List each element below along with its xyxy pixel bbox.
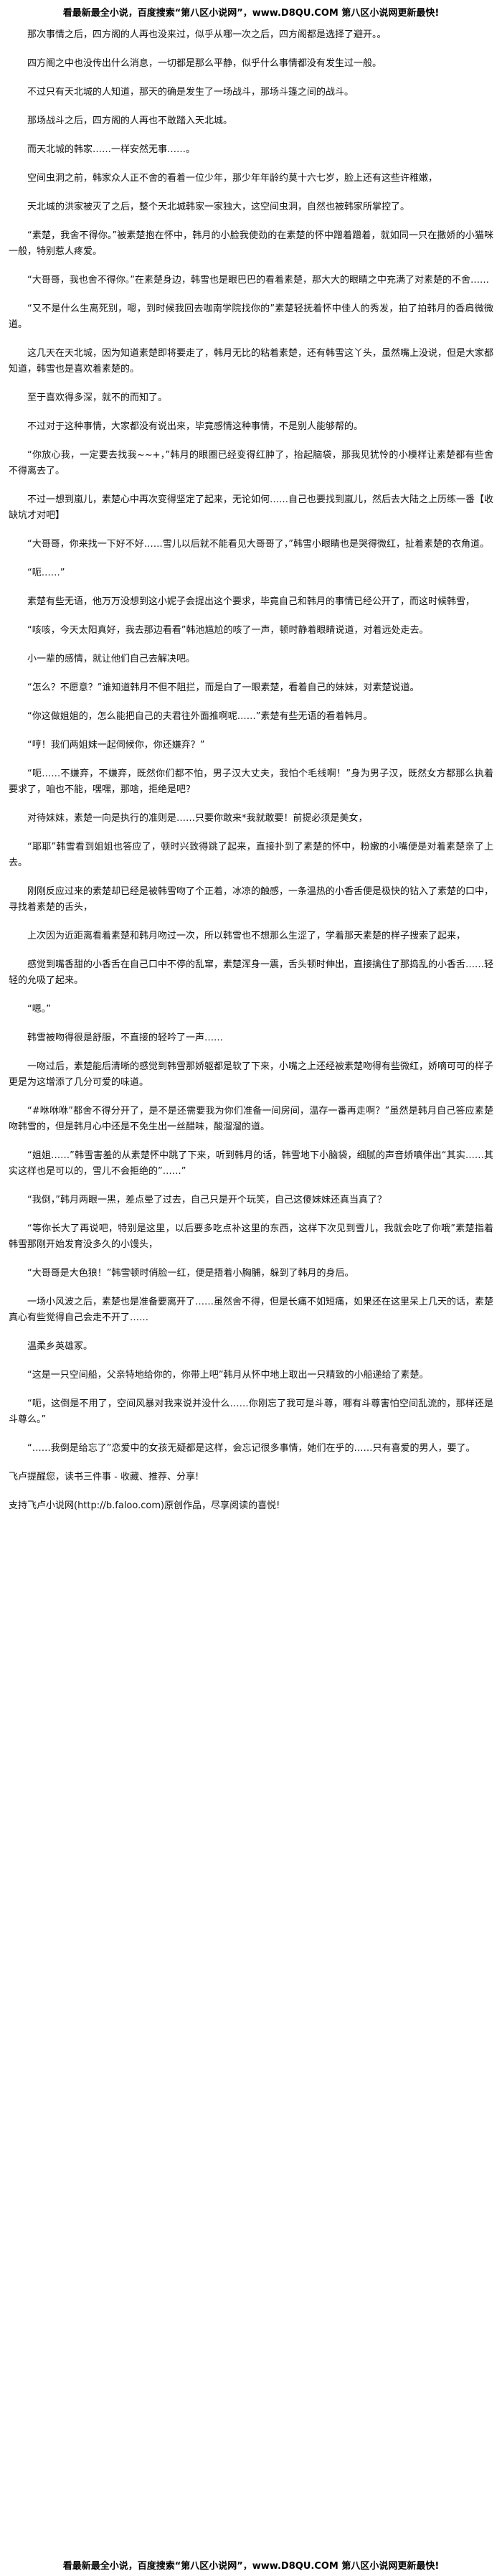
paragraph: 四方阁之中也没传出什么消息，一切都是那么平静，似乎什么事情都没有发生过一般。 <box>27 58 382 69</box>
paragraph: “哼！我们两姐妹一起伺候你，你还嫌弃？” <box>27 740 205 751</box>
paragraph: “又不是什么生离死别，嗯，到时候我回去咖南学院找你的”素楚轻抚着怀中佳人的秀发，… <box>9 304 493 330</box>
paragraph: “素楚，我舍不得你。”被素楚抱在怀中，韩月的小脸我使劲的在素楚的怀中蹭着蹭着，就… <box>9 230 493 257</box>
paragraph: 一吻过后，素楚能后清晰的感觉到韩雪那娇躯都是软了下来，小嘴之上还经被素楚吻得有些… <box>9 1061 494 1088</box>
paragraph: “你这做姐姐的，怎么能把自己的夫君往外面推啊呢……”素楚有些无语的看着韩月。 <box>27 711 373 722</box>
paragraph: “大哥哥，你来找一下好不好……雪儿以后就不能看见大哥哥了，”韩雪小眼睛也是哭得微… <box>27 539 489 550</box>
paragraph: “等你长大了再说吧，特别是这里，以后要多吃点补这里的东西，这样下次见到雪儿，我就… <box>9 1223 493 1250</box>
paragraph: 不过对于这种事情，大家都没有说出来，毕竟感情这种事情，不是别人能够帮的。 <box>27 421 364 432</box>
paragraph: 温柔乡英雄冢。 <box>27 1341 93 1352</box>
paragraph: “大哥哥是大色狼！”韩雪顿时俏脸一红，便是捂着小胸脯，躲到了韩月的身后。 <box>27 1268 354 1279</box>
paragraph: “#咻咻咻”都舍不得分开了，是不是还需要我为你们准备一间房间，温存一番再走啊？”… <box>9 1106 493 1132</box>
paragraph: “呃……不嫌弃，不嫌弃，既然你们都不怕，男子汉大丈夫，我怕个毛线啊！”身为男子汉… <box>9 768 493 795</box>
paragraph: 刚刚反应过来的素楚却已经是被韩雪吻了个正着，冰凉的触感，一条温热的小香舌便是极快… <box>9 886 494 913</box>
paragraph: 空间虫洞之前，韩家众人正不舍的看着一位少年，那少年年龄约莫十六七岁，脸上还有这些… <box>27 173 438 184</box>
author-note: 飞卢提醒您，读书三件事 - 收藏、推荐、分享! <box>9 1472 199 1482</box>
paragraph: “我倒，”韩月两眼一黑，差点晕了过去，自己只是开个玩笑，自己这傻妹妹还真当真了？ <box>27 1195 387 1205</box>
paragraph: 那场战斗之后，四方阁的人再也不敢踏入天北城。 <box>27 116 233 126</box>
footer-banner: 看最新最全小说，百度搜索“第八区小说网”，www.D8QU.COM 第八区小说网… <box>62 2561 440 2572</box>
paragraph: “耶耶”韩雪看到姐姐也答应了，顿时兴致得跳了起来，直接扑到了素楚的怀中，粉嫩的小… <box>9 842 493 868</box>
paragraph: “怎么？不愿意？”谁知道韩月不但不阻拦，而是白了一眼素楚，看着自己的妹妹，对素楚… <box>27 682 420 693</box>
chapter-content: 那次事情之后，四方阁的人再也没来过，似乎从哪一次之后，四方阁都是选择了避开。。四… <box>9 27 493 1457</box>
paragraph: “姐姐……”韩雪害羞的从素楚怀中跳了下来，听到韩月的话，韩雪地下小脑袋，细腻的声… <box>9 1150 493 1177</box>
paragraph: 素楚有些无语，他万万没想到这小妮子会提出这个要求，毕竟自己和韩月的事情已经公开了… <box>27 596 475 607</box>
paragraph: 感觉到嘴香甜的小香舌在自己口中不停的乱窜，素楚浑身一震，舌头顿时伸出，直接擒住了… <box>9 959 494 986</box>
paragraph: 小一辈的感情，就让他们自己去解决吧。 <box>27 654 196 664</box>
paragraph: “你放心我，一定要去找我~~+，”韩月的眼圈已经变得红肿了，抬起脑袋，那我见犹怜… <box>9 450 493 476</box>
paragraph: “这是一只空间船，父亲特地给你的，你带上吧”韩月从怀中地上取出一只精致的小船递给… <box>27 1370 429 1381</box>
paragraph: “咳咳，今天太阳真好，我去那边看看”韩池尴尬的咳了一声，顿时静着眼睛说道，对着远… <box>27 625 429 636</box>
paragraph: 这几天在天北城，因为知道素楚即将要走了，韩月无比的粘着素楚，还有韩雪这丫头，虽然… <box>9 348 494 375</box>
paragraph: 韩雪被吻得很是舒服，不直接的轻吟了一声…… <box>27 1033 224 1043</box>
header-banner: 看最新最全小说，百度搜索“第八区小说网”，www.D8QU.COM 第八区小说网… <box>62 8 440 19</box>
paragraph: 不过只有天北城的人知道，那天的确是发生了一场战斗，那场斗篷之间的战斗。 <box>27 87 354 98</box>
paragraph: “大哥哥，我也舍不得你。”在素楚身边，韩雪也是眼巴巴的看着素楚，那大大的眼睛之中… <box>27 275 489 286</box>
paragraph: 至于喜欢得多深，就不的而知了。 <box>27 392 168 403</box>
paragraph: 天北城的洪家被灭了之后，整个天北城韩家一家独大，这空间虫洞，自然也被韩家所掌控了… <box>27 202 410 212</box>
paragraph: 对待妹妹，素楚一向是执行的准则是……只要你敢来*我就敢要！前提必须是美女， <box>27 813 368 824</box>
footer: 飞卢提醒您，读书三件事 - 收藏、推荐、分享! 支持飞卢小说网(http://b… <box>9 1470 493 1514</box>
paragraph: “嗯。” <box>27 1004 51 1015</box>
paragraph: 不过一想到嵐儿，素楚心中再次变得坚定了起来，无论如何……自己也要找到嵐儿，然后去… <box>9 494 494 521</box>
paragraph: 上次因为近距离看着素楚和韩月吻过一次，所以韩雪也不想那么生涩了，学着那天素楚的样… <box>27 931 466 941</box>
paragraph: 而天北城的韩家……一样安然无事……。 <box>27 144 196 155</box>
paragraph: “呃……” <box>27 568 65 578</box>
paragraph: “呃，这倒是不用了，空间风暴对我来说并没什么……你刚忘了我可是斗尊，哪有斗尊害怕… <box>9 1399 493 1425</box>
support-note: 支持飞卢小说网(http://b.faloo.com)原创作品，尽享阅读的喜悦! <box>9 1500 280 1511</box>
paragraph: 一场小风波之后，素楚也是准备要离开了……虽然舍不得，但是长痛不如短痛，如果还在这… <box>9 1297 494 1323</box>
paragraph: 那次事情之后，四方阁的人再也没来过，似乎从哪一次之后，四方阁都是选择了避开。。 <box>27 29 387 40</box>
paragraph: “……我倒是给忘了”恋爱中的女孩无疑都是这样，会忘记很多事情，她们在乎的……只有… <box>27 1443 475 1454</box>
